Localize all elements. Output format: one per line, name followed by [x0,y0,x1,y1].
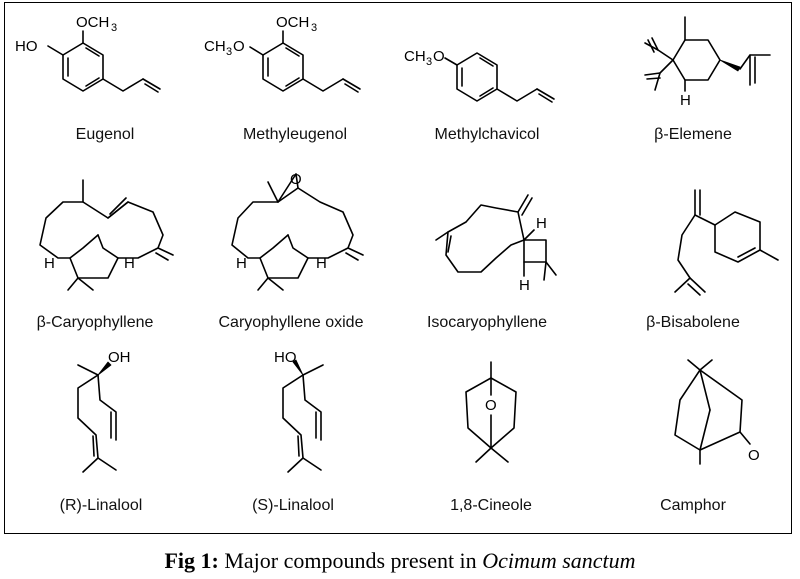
compound-label-beta-elemene: β-Elemene [654,126,732,143]
compound-label-r-linalool: (R)-Linalool [59,497,143,514]
hydrogen-label-top: H [536,215,547,232]
compound-label-eugenol: Eugenol [75,126,135,143]
ether-oxygen-label: O [485,397,497,414]
r-linalool-structure: OH [77,349,131,473]
hydrogen-label-left: H [236,255,247,272]
hydrogen-label-left: H [44,255,55,272]
hydrogen-label: H [680,92,691,109]
hydrogen-label-bottom: H [519,277,530,294]
cineole-structure: O [465,361,517,463]
compound-label-caryophyllene-oxide: Caryophyllene oxide [218,314,364,331]
compound-label-isocaryophyllene: Isocaryophyllene [426,314,548,331]
figure-caption: Fig 1: Major compounds present in Ocimum… [0,548,800,574]
s-linalool-structure: HO [274,349,324,473]
svg-text:O: O [233,38,245,55]
caption-species: Ocimum sanctum [482,548,636,573]
compound-label-beta-bisabolene: β-Bisabolene [646,314,740,331]
epoxide-oxygen-label: O [290,171,302,188]
compound-label-cineole: 1,8-Cineole [450,497,532,514]
hydroxyl-label: OH [108,349,131,366]
caption-prefix: Fig 1: [164,548,219,573]
ketone-oxygen-label: O [748,447,760,464]
figure-frame [4,2,792,534]
compound-label-camphor: Camphor [660,497,726,514]
hydroxyl-label: HO [274,349,297,366]
beta-bisabolene-structure [674,189,779,296]
hydroxyl-label: HO [15,38,38,55]
methoxy-label: CH [404,48,426,65]
camphor-structure: O [674,359,760,465]
methoxy-label: OCH [76,14,109,31]
svg-text:3: 3 [111,22,117,34]
svg-text:3: 3 [311,22,317,34]
compound-label-methylchavicol: Methylchavicol [434,126,540,143]
caryophyllene-oxide-structure: O H H [231,171,364,291]
methoxy-label-top: OCH [276,14,309,31]
hydrogen-label-right: H [124,255,135,272]
caption-text: Major compounds present in [224,548,477,573]
compound-label-s-linalool: (S)-Linalool [252,497,334,514]
svg-text:O: O [433,48,445,65]
hydrogen-label-right: H [316,255,327,272]
beta-caryophyllene-structure: H H [39,179,174,291]
compound-label-beta-caryophyllene: β-Caryophyllene [36,314,154,331]
compound-label-methyleugenol: Methyleugenol [242,126,348,143]
beta-elemene-structure: H [644,16,771,109]
isocaryophyllene-structure: H H [435,194,557,294]
svg-text:3: 3 [226,46,232,58]
svg-text:3: 3 [426,56,432,68]
methoxy-label-left: CH [204,38,226,55]
